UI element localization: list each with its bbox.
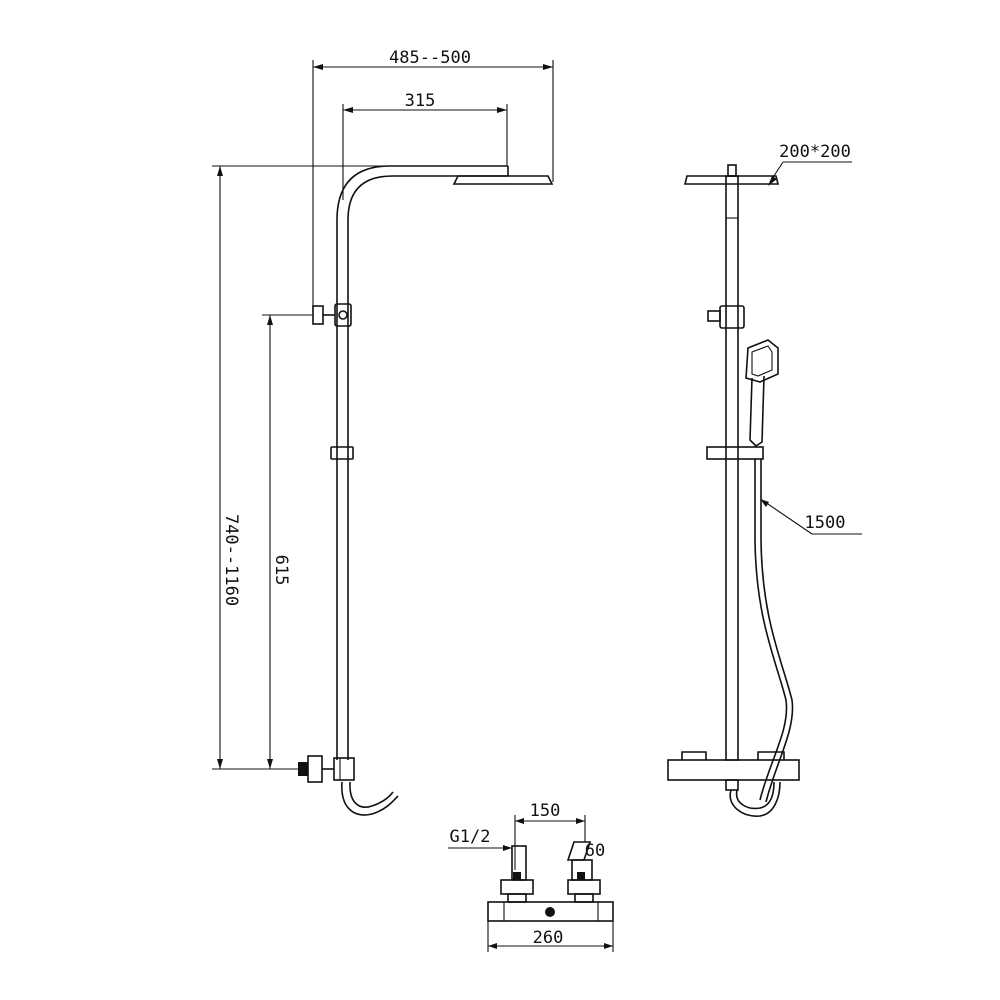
valve-detail [487, 841, 614, 922]
bottom-wall-bracket [298, 755, 355, 783]
eccentric-offset-label: 60 [585, 841, 605, 861]
hand-shower [745, 339, 779, 448]
front-valve-body [667, 751, 800, 791]
head-size-label: 200*200 [779, 142, 851, 162]
slide-holder [330, 446, 354, 460]
inlet-centers-label: 150 [530, 801, 561, 821]
valve-width-label: 260 [533, 928, 564, 948]
valve-dimension-lines [448, 815, 614, 952]
height-range-label: 740--1160 [221, 514, 241, 606]
front-clamp [719, 305, 745, 329]
side-dimension-lines [212, 60, 554, 770]
front-view [667, 164, 800, 817]
bracket-height-label: 615 [271, 555, 291, 586]
arm-length-label: 315 [405, 91, 436, 111]
top-wall-bracket [312, 303, 352, 327]
side-shower-head [452, 175, 554, 185]
side-view [298, 165, 554, 816]
inlet-thread-label: G1/2 [450, 827, 491, 847]
hose-length-label: 1500 [805, 513, 846, 533]
side-hose [341, 781, 399, 816]
front-hose [754, 459, 788, 801]
overall-reach-label: 485--500 [389, 48, 471, 68]
front-shower-head [683, 175, 780, 185]
front-slide-holder [706, 446, 764, 460]
front-leader-lines [760, 161, 862, 535]
